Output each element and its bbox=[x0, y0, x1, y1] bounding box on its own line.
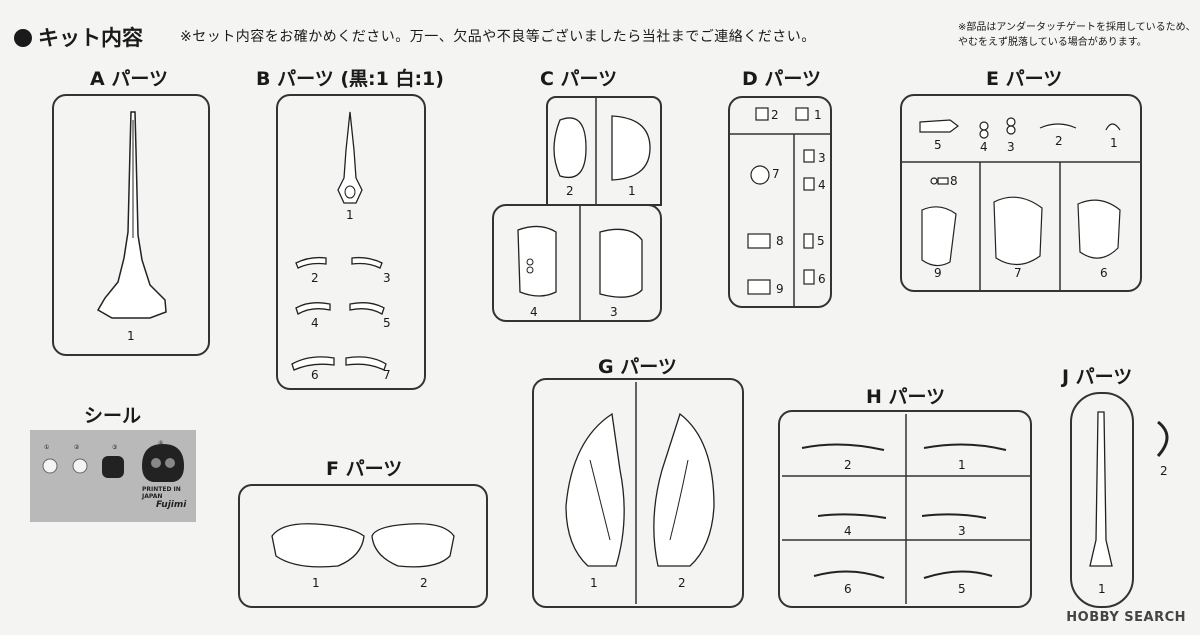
part-b-label-4: 4 bbox=[311, 316, 319, 330]
part-c-label-4: 4 bbox=[530, 305, 538, 319]
kit-contents-title: キット内容 bbox=[14, 22, 143, 52]
gate-note: ※部品はアンダータッチゲートを採用しているため、 やむをえず脱落している場合があ… bbox=[958, 20, 1196, 50]
part-f-label-1: 1 bbox=[312, 576, 320, 590]
part-b-label-5: 5 bbox=[383, 316, 391, 330]
part-b-title: B パーツ (黒:1 白:1) bbox=[256, 68, 444, 90]
part-a-title: A パーツ bbox=[90, 68, 168, 90]
gate-note-line-2: やむをえず脱落している場合があります。 bbox=[958, 37, 1147, 48]
part-g-title: G パーツ bbox=[598, 356, 677, 378]
part-b-label-1: 1 bbox=[346, 208, 354, 222]
part-j-label-2: 2 bbox=[1160, 464, 1168, 478]
part-d-label-9: 9 bbox=[776, 282, 784, 296]
part-d-label-3: 3 bbox=[818, 151, 826, 165]
part-b-label-2: 2 bbox=[311, 271, 319, 285]
part-a-label-1: 1 bbox=[127, 329, 135, 343]
watermark-logo: HOBBY SEARCH bbox=[1066, 610, 1186, 625]
part-e-label-1: 1 bbox=[1110, 136, 1118, 150]
part-d-label-6: 6 bbox=[818, 272, 826, 286]
part-e-label-7: 7 bbox=[1014, 266, 1022, 280]
sticker-title: シール bbox=[84, 405, 142, 427]
part-h-label-5: 5 bbox=[958, 582, 966, 596]
sticker-number-4: ④ bbox=[158, 440, 164, 447]
part-b-runner bbox=[276, 94, 426, 390]
sticker-number-3: ③ bbox=[112, 444, 118, 451]
bullet-icon bbox=[14, 29, 32, 47]
part-e-label-6: 6 bbox=[1100, 266, 1108, 280]
part-h-runner bbox=[778, 410, 1032, 608]
part-c-label-2: 2 bbox=[566, 184, 574, 198]
sticker-artwork bbox=[42, 444, 184, 482]
part-j-label-1: 1 bbox=[1098, 582, 1106, 596]
part-c-label-1: 1 bbox=[628, 184, 636, 198]
part-h-title: H パーツ bbox=[866, 386, 946, 408]
part-d-label-5: 5 bbox=[817, 234, 825, 248]
part-j-runner bbox=[1070, 392, 1134, 608]
sticker-number-1: ① bbox=[44, 444, 50, 451]
part-e-label-2: 2 bbox=[1055, 134, 1063, 148]
part-f-label-2: 2 bbox=[420, 576, 428, 590]
part-c-label-3: 3 bbox=[610, 305, 618, 319]
part-f-title: F パーツ bbox=[326, 458, 403, 480]
kit-contents-note: ※セット内容をお確かめください。万一、欠品や不良等ございましたら当社までご連絡く… bbox=[180, 29, 816, 45]
part-g-label-2: 2 bbox=[678, 576, 686, 590]
part-d-label-7: 7 bbox=[772, 167, 780, 181]
part-g-label-1: 1 bbox=[590, 576, 598, 590]
part-j-title: J パーツ bbox=[1062, 366, 1133, 388]
part-d-title: D パーツ bbox=[742, 68, 822, 90]
part-e-label-4: 4 bbox=[980, 140, 988, 154]
part-e-runner bbox=[900, 94, 1142, 292]
part-d-label-2: 2 bbox=[771, 108, 779, 122]
part-h-label-3: 3 bbox=[958, 524, 966, 538]
part-e-label-8: 8 bbox=[950, 174, 958, 188]
part-e-label-9: 9 bbox=[934, 266, 942, 280]
part-d-label-8: 8 bbox=[776, 234, 784, 248]
part-e-title: E パーツ bbox=[986, 68, 1063, 90]
part-e-label-3: 3 bbox=[1007, 140, 1015, 154]
part-f-runner bbox=[238, 484, 488, 608]
sticker-number-2: ② bbox=[74, 444, 80, 451]
part-h-label-1: 1 bbox=[958, 458, 966, 472]
part-d-label-1: 1 bbox=[814, 108, 822, 122]
part-h-label-6: 6 bbox=[844, 582, 852, 596]
sticker-printed-text: PRINTED IN JAPAN bbox=[142, 486, 181, 500]
part-b-label-7: 7 bbox=[383, 368, 391, 382]
part-e-label-5: 5 bbox=[934, 138, 942, 152]
sticker-brand-logo: Fujimi bbox=[156, 500, 187, 510]
kit-contents-label: キット内容 bbox=[38, 26, 143, 50]
part-b-label-3: 3 bbox=[383, 271, 391, 285]
part-g-runner bbox=[532, 378, 744, 608]
sticker-sheet: ① ② ③ ④ PRINTED IN JAPAN Fujimi bbox=[30, 430, 196, 522]
part-d-runner bbox=[728, 96, 832, 308]
part-a-runner bbox=[52, 94, 210, 356]
part-d-label-4: 4 bbox=[818, 178, 826, 192]
part-c-title: C パーツ bbox=[540, 68, 618, 90]
part-h-label-4: 4 bbox=[844, 524, 852, 538]
part-b-label-6: 6 bbox=[311, 368, 319, 382]
gate-note-line-1: ※部品はアンダータッチゲートを採用しているため、 bbox=[958, 22, 1196, 33]
part-c-runner-bottom bbox=[492, 204, 662, 322]
part-h-label-2: 2 bbox=[844, 458, 852, 472]
